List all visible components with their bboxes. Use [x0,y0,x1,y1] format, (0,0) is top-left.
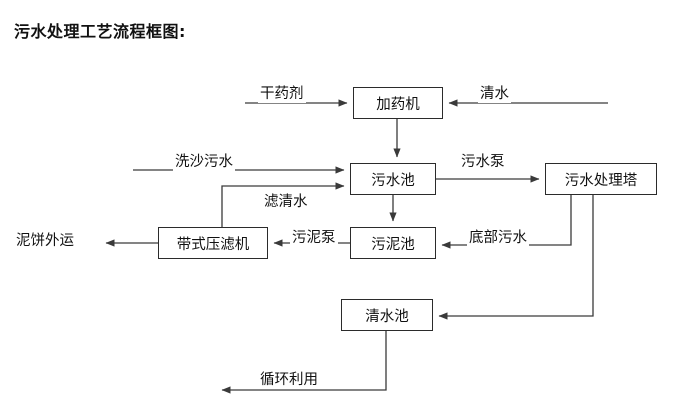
connector-tower-to-clean-water-pool [438,195,594,320]
connector-clean-water-pool-recycle [221,331,387,394]
terminal-label-mud-cake-out: 泥饼外运 [16,233,74,249]
edge-label-sand-wash-wastewater: 洗沙污水 [173,150,235,171]
edge-label-clean-water-in: 清水 [478,82,511,103]
edge-label-filtered-water: 滤清水 [262,190,310,211]
node-label: 带式压滤机 [176,236,250,253]
edge-label-dry-chemical: 干药剂 [258,82,306,103]
node-treatment-tower[interactable]: 污水处理塔 [545,163,657,195]
node-label: 污水处理塔 [564,172,638,189]
node-label: 清水池 [365,308,409,325]
connector-filtered-water-to-wastewater-pool [221,182,345,227]
node-wastewater-pool[interactable]: 污水池 [350,163,436,195]
node-dosing-machine[interactable]: 加药机 [353,87,443,119]
node-sludge-pool[interactable]: 污泥池 [350,227,436,259]
page-title: 污水处理工艺流程框图: [14,22,186,41]
edge-label-sludge-pump: 污泥泵 [290,226,338,247]
edge-label-recycle-reuse: 循环利用 [258,368,320,389]
node-clean-water-pool[interactable]: 清水池 [341,299,433,331]
node-label: 加药机 [376,96,420,113]
node-label: 污泥池 [371,236,415,253]
node-belt-filter-press[interactable]: 带式压滤机 [158,227,268,259]
edge-label-bottom-wastewater: 底部污水 [467,226,529,247]
node-label: 污水池 [371,172,415,189]
edge-label-wastewater-pump: 污水泵 [459,150,507,171]
